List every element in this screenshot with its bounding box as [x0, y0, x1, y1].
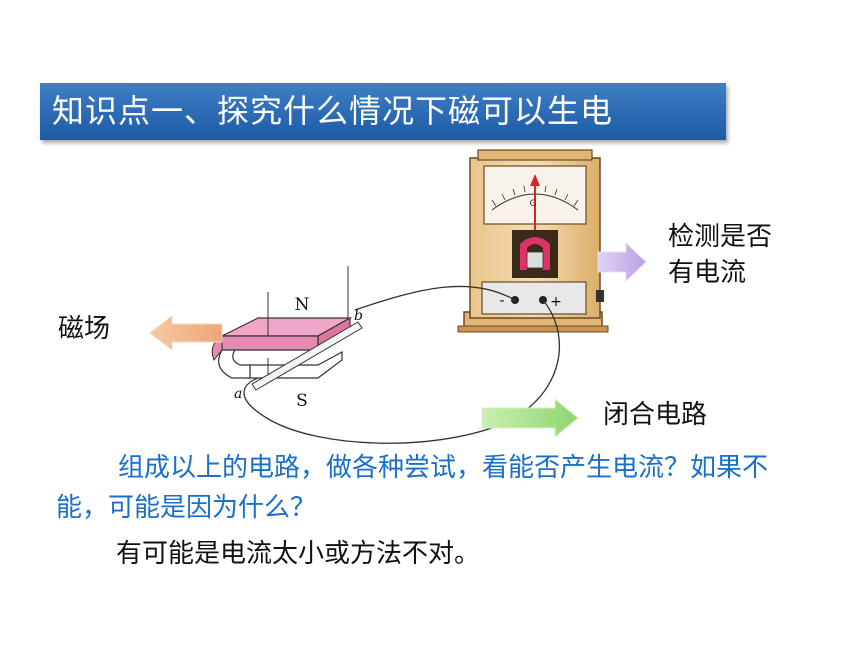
rod-end-a-label: a [234, 386, 242, 402]
magnetic-field-arrow [149, 314, 223, 352]
closed-circuit-label: 闭合电路 [603, 400, 708, 430]
slide-title: 知识点一、探究什么情况下磁可以生电 [40, 83, 726, 140]
conductor-rod: a b [234, 308, 363, 402]
rod-end-b-label: b [354, 308, 363, 324]
north-pole-label: N [295, 295, 310, 315]
question-content: 组成以上的电路，做各种尝试，看能否产生电流？如果不能，可能是因为什么？ [56, 453, 769, 523]
current-detect-arrow [597, 241, 647, 283]
magnetic-field-label: 磁场 [58, 314, 111, 344]
terminal-minus-label: - [499, 293, 504, 309]
circuit-wire [243, 285, 561, 444]
meter-g-label: G [530, 199, 537, 209]
closed-circuit-arrow [481, 397, 579, 439]
answer-text: 有可能是电流太小或方法不对。 [116, 539, 481, 569]
terminal-plus-label: + [550, 294, 562, 310]
south-pole-label: S [296, 391, 308, 411]
question-text: 组成以上的电路，做各种尝试，看能否产生电流？如果不能，可能是因为什么？ [56, 448, 801, 528]
current-detect-label-line2: 有电流 [668, 258, 747, 288]
galvanometer: G - + [457, 149, 609, 333]
current-detect-label-line1: 检测是否 [668, 222, 773, 252]
